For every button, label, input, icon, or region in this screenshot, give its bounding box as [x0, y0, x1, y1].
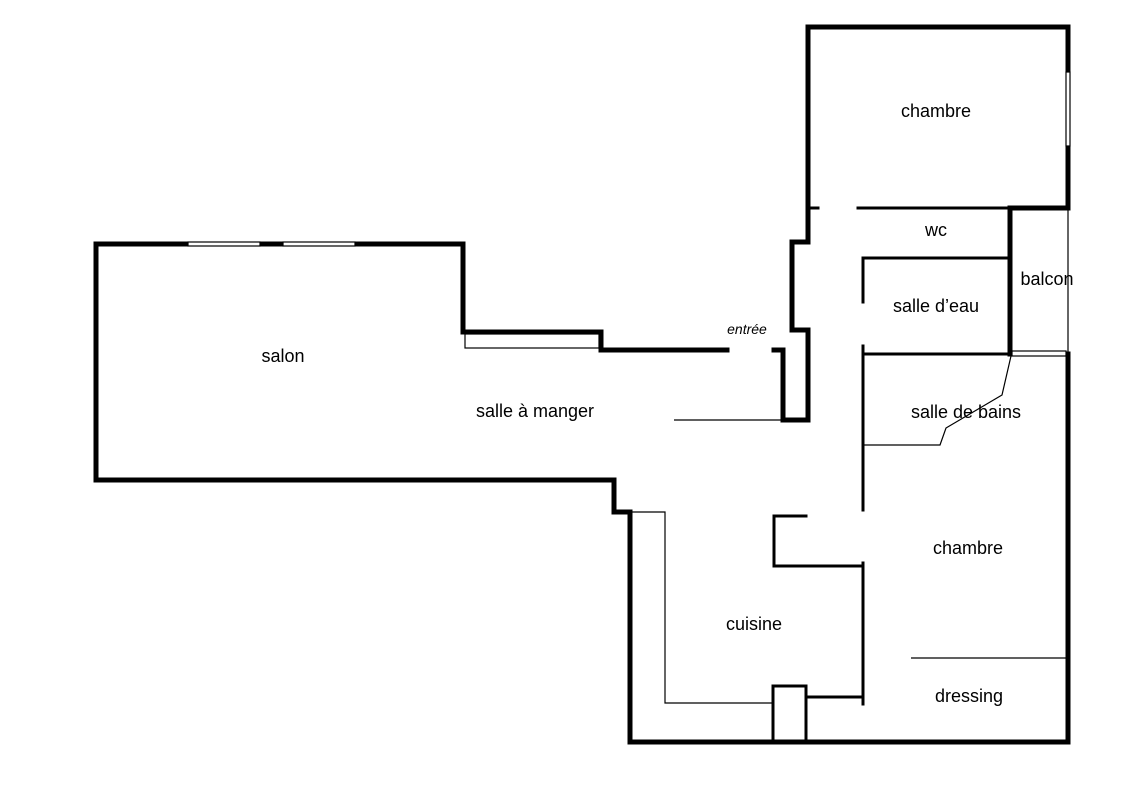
room-labels: chambre wc balcon salle d’eau salon entr… [261, 101, 1073, 706]
window-salon-1 [187, 241, 261, 247]
interior-walls [771, 205, 1015, 744]
label-balcon: balcon [1020, 269, 1073, 289]
window-salle-manger [464, 333, 600, 349]
label-entree: entrée [727, 321, 767, 337]
exterior-walls [93, 24, 1071, 745]
kitchen-counter [630, 511, 773, 704]
label-salon: salon [261, 346, 304, 366]
windows [187, 71, 1071, 357]
wall-entrance [771, 205, 811, 423]
window-chambre-top [1065, 71, 1071, 147]
window-balcon [1011, 350, 1067, 357]
label-wc: wc [924, 220, 947, 240]
wall-salon-outline [93, 241, 633, 745]
bains-leader-line [863, 355, 1012, 446]
label-chambre-top: chambre [901, 101, 971, 121]
wall-salon-step [460, 329, 730, 353]
label-dressing: dressing [935, 686, 1003, 706]
label-salle-eau: salle d’eau [893, 296, 979, 316]
wall-balcon [1007, 205, 1015, 357]
label-cuisine: cuisine [726, 614, 782, 634]
wall-chambre-top [805, 24, 1071, 211]
thin-lines [630, 208, 1069, 704]
wall-closet [772, 514, 865, 568]
label-chambre-bottom: chambre [933, 538, 1003, 558]
label-salle-bains: salle de bains [911, 402, 1021, 422]
window-salon-2 [282, 241, 356, 247]
label-salle-manger: salle à manger [476, 401, 594, 421]
wall-bottom-closet [771, 684, 808, 744]
